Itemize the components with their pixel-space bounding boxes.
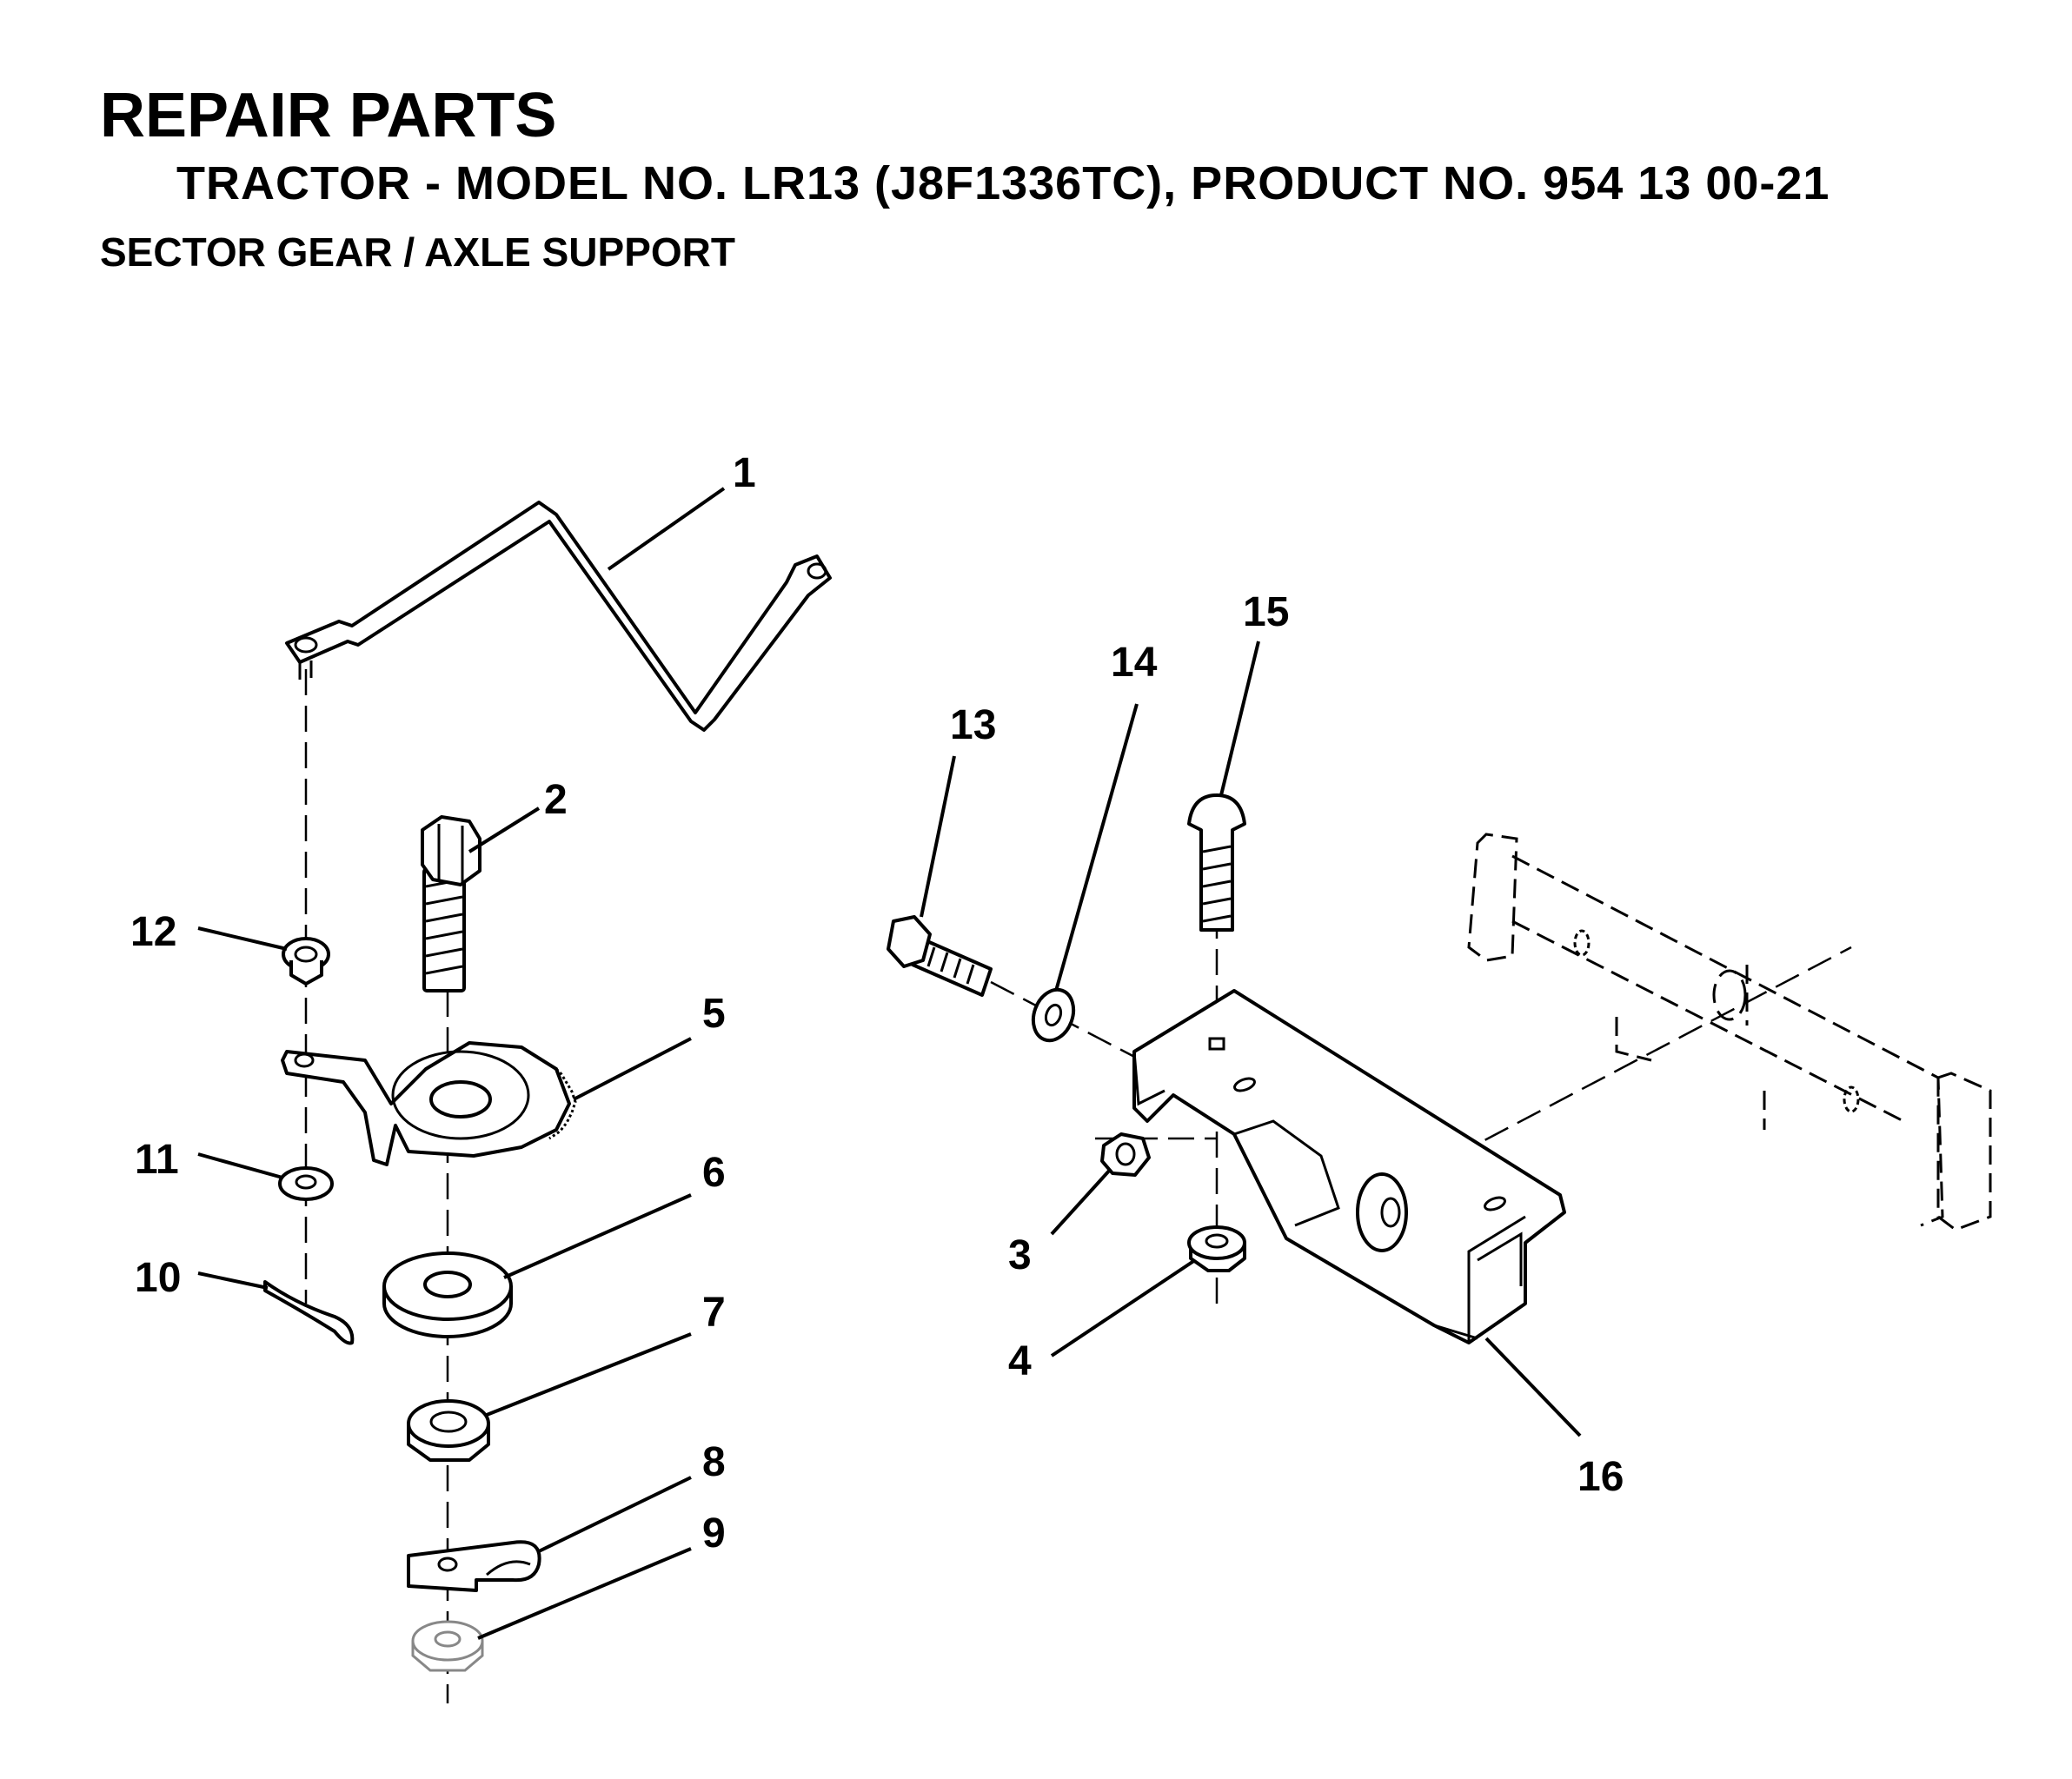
page-title: REPAIR PARTS [100,81,557,150]
flat-washer [278,1166,334,1201]
callout-6: 6 [702,1150,726,1196]
hex-nut-small [411,1620,484,1672]
callout-11: 11 [135,1137,179,1183]
spacer-washer [382,1251,513,1338]
callout-12: 12 [130,909,176,955]
axle-support-bracket [1132,989,1566,1344]
hex-bolt-horizontal [887,915,993,997]
callout-1: 1 [733,450,756,496]
section-title: SECTOR GEAR / AXLE SUPPORT [100,229,735,275]
leader-lines [197,487,1582,1640]
cotter-pin [263,1280,355,1345]
lock-nut [1100,1132,1151,1177]
callout-4: 4 [1008,1338,1032,1384]
front-axle-reference [1467,833,1992,1231]
callout-14: 14 [1111,640,1158,686]
callout-15: 15 [1243,589,1289,635]
callout-13: 13 [950,702,996,748]
model-line: TRACTOR - MODEL NO. LR13 (J8F1336TC), PR… [176,157,1830,209]
axle-washer [1031,987,1076,1043]
callout-3: 3 [1008,1232,1032,1278]
callout-16: 16 [1577,1454,1624,1500]
spring-clip [407,1540,541,1592]
sector-gear [281,1041,577,1166]
callout-2: 2 [544,777,568,823]
callout-8: 8 [702,1439,726,1485]
callout-10: 10 [135,1255,181,1301]
callout-5: 5 [702,991,726,1037]
callout-7: 7 [702,1290,726,1336]
carriage-bolt [1187,793,1246,932]
hex-bolt [421,815,481,992]
hex-nut-axle [1187,1225,1246,1272]
callout-labels: 1 2 3 4 5 6 7 8 9 10 11 12 13 14 15 16 [130,450,1624,1557]
callout-9: 9 [702,1510,726,1557]
flange-nut [282,937,330,986]
drag-link [285,501,832,732]
hex-nut-large [407,1399,490,1462]
